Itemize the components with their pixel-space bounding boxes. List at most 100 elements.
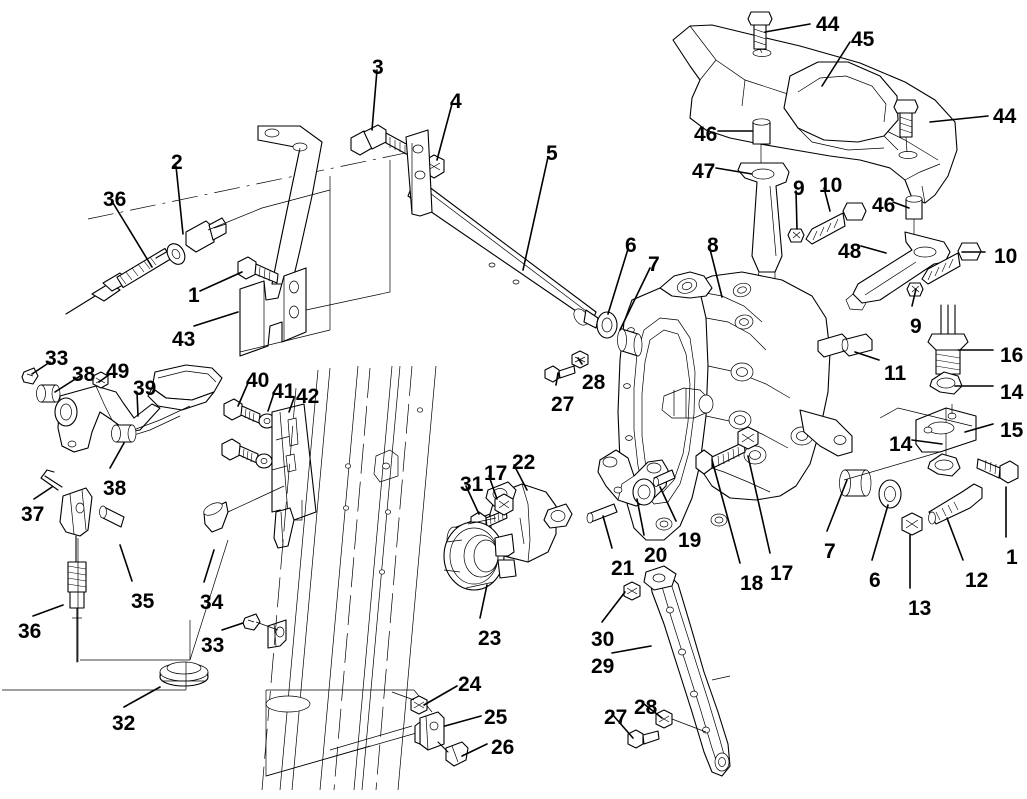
- part-flange-nut-17-left: [494, 493, 514, 516]
- part-clutch-cable-upper: [65, 217, 227, 315]
- callout-46: 46: [694, 123, 718, 146]
- callout-41: 41: [272, 380, 296, 403]
- part-cable-clamp-25: [414, 711, 445, 751]
- callout-45: 45: [851, 28, 875, 51]
- leader-line-1: [199, 271, 243, 292]
- callout-17: 17: [770, 562, 794, 585]
- leader-line-10: [823, 187, 831, 212]
- callout-33: 33: [45, 347, 69, 370]
- leader-line-42: [288, 397, 295, 413]
- leader-line-38: [54, 375, 81, 393]
- part-spacer-front: [752, 118, 771, 166]
- leader-line-21: [602, 515, 613, 549]
- callout-24: 24: [458, 673, 482, 696]
- callout-27: 27: [604, 706, 628, 729]
- leader-line-47: [715, 167, 753, 175]
- part-grommet-32: [159, 661, 209, 687]
- callout-leader-lines: [31, 23, 1007, 757]
- leader-line-14: [911, 439, 943, 445]
- part-washer-6-right: [878, 479, 902, 509]
- callout-42: 42: [296, 385, 320, 408]
- part-pivot-bolt-3: [350, 124, 414, 157]
- part-safety-switch-16: [927, 304, 969, 391]
- leader-line-33: [221, 622, 244, 631]
- callout-14: 14: [1000, 381, 1024, 404]
- part-cable-bracket-43: [239, 267, 307, 357]
- callout-18: 18: [740, 572, 764, 595]
- callout-22: 22: [512, 451, 536, 474]
- leader-line-9: [911, 288, 917, 307]
- part-hex-nut-14-lower: [927, 453, 961, 477]
- leader-line-17: [488, 475, 498, 500]
- part-hairpin-clip: [40, 469, 63, 491]
- callout-49: 49: [106, 360, 130, 383]
- part-e-clip-upper-left: [21, 367, 39, 385]
- leader-line-37: [33, 486, 53, 500]
- callout-2: 2: [171, 151, 183, 174]
- leader-line-33: [31, 361, 51, 375]
- part-pedal-bracket-42: [271, 403, 317, 549]
- callout-44: 44: [816, 13, 840, 36]
- part-support-strap-rear: [845, 231, 951, 311]
- callout-28: 28: [634, 696, 658, 719]
- centerline-upper: [87, 149, 421, 220]
- callout-11: 11: [884, 362, 907, 385]
- callout-15: 15: [1000, 419, 1024, 442]
- part-bolt-27-lower: [627, 729, 660, 749]
- leader-line-41: [267, 392, 275, 412]
- leader-line-39: [136, 391, 139, 417]
- leader-line-20: [636, 498, 645, 536]
- callout-6: 6: [869, 569, 881, 592]
- callout-46: 46: [872, 194, 896, 217]
- part-clutch-cable-lower: [67, 535, 87, 663]
- part-pedal-stop-bolt-upper: [223, 398, 261, 424]
- leader-line-28: [577, 357, 583, 365]
- leader-line-46: [892, 201, 910, 209]
- part-switch-bracket-15: [915, 404, 977, 462]
- part-flat-washer-lower: [255, 453, 273, 469]
- part-roll-pin-19: [653, 469, 676, 487]
- part-clevis-pin-35: [99, 505, 125, 528]
- callout-23: 23: [478, 627, 502, 650]
- part-cross-shaft-rod: [407, 179, 599, 329]
- leader-line-15: [964, 423, 994, 433]
- part-push-rivet-34: [203, 501, 229, 533]
- part-clevis-pin-12: [928, 483, 983, 525]
- part-pedal-stop-bolt-lower: [221, 438, 259, 464]
- part-spacer-rear: [905, 195, 923, 240]
- leader-line-27: [555, 372, 559, 386]
- part-pedal-bushing-left: [36, 384, 61, 403]
- callout-14: 14: [889, 433, 913, 456]
- callout-47: 47: [692, 160, 716, 183]
- part-e-clip-lower: [242, 613, 261, 631]
- callout-13: 13: [908, 597, 932, 620]
- callout-38: 38: [72, 363, 96, 386]
- part-bushing-7-right: [839, 469, 872, 497]
- callout-33: 33: [201, 634, 225, 657]
- part-bolt-1-right: [976, 458, 1019, 484]
- part-nut-24: [410, 695, 428, 715]
- leader-line-17: [747, 455, 771, 554]
- leader-line-24: [423, 685, 458, 706]
- part-cover-nut-30: [623, 581, 641, 601]
- part-pedal-arm-upper: [257, 125, 323, 285]
- part-bushing-7-upper: [617, 328, 643, 357]
- part-cotter-nut-13: [901, 512, 923, 536]
- callout-7: 7: [824, 540, 836, 563]
- leader-line-32: [123, 686, 161, 708]
- leader-line-6: [607, 248, 629, 315]
- leader-line-25: [444, 715, 482, 727]
- leader-line-4: [436, 103, 453, 161]
- leader-line-36: [32, 604, 64, 617]
- leader-line-36: [112, 202, 153, 268]
- callout-25: 25: [484, 706, 508, 729]
- callout-39: 39: [133, 377, 157, 400]
- leader-line-7: [619, 267, 651, 331]
- leader-line-19: [659, 486, 677, 522]
- callout-29: 29: [591, 655, 615, 678]
- part-bolt-1-upper: [237, 256, 279, 284]
- part-rod-bracket-upper: [405, 129, 433, 217]
- callout-10: 10: [994, 245, 1018, 268]
- leader-line-18: [711, 459, 741, 564]
- leader-line-48: [860, 245, 887, 254]
